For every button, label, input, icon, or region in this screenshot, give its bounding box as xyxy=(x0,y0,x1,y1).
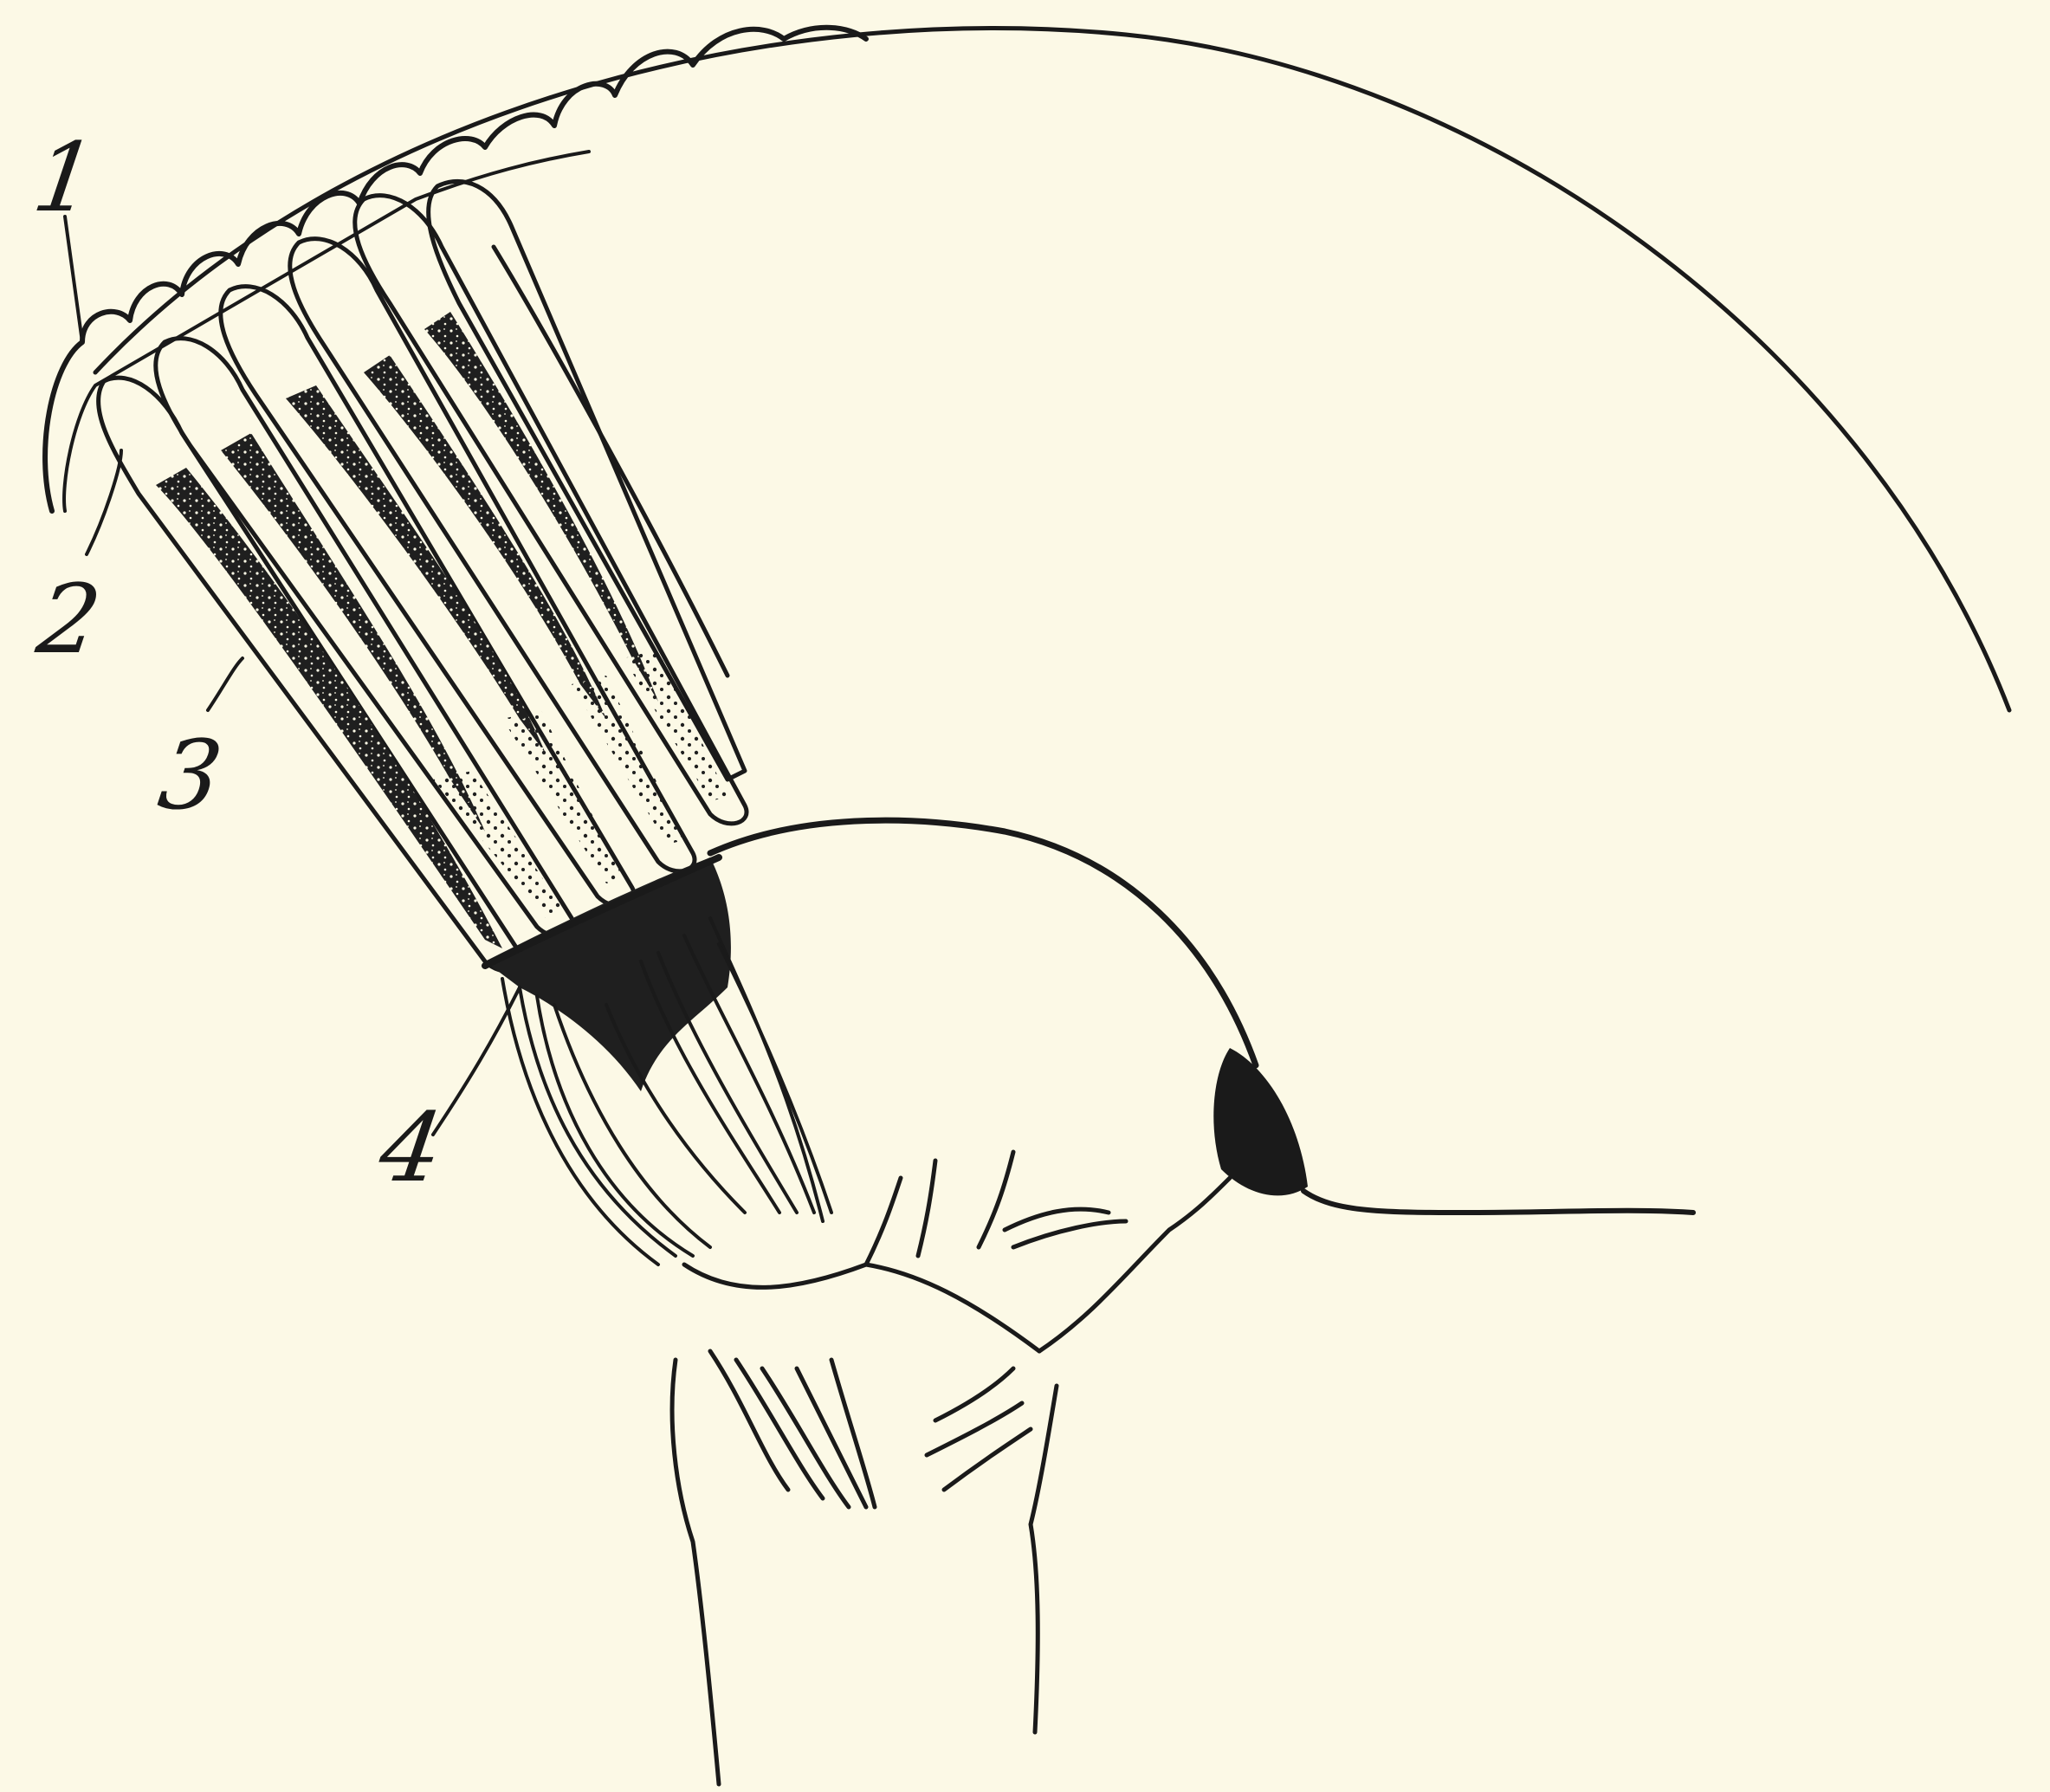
leader-3 xyxy=(208,658,243,710)
columnar-cells xyxy=(99,181,747,971)
dome-outline xyxy=(710,820,1256,1065)
stalk xyxy=(672,1152,1230,1784)
cell-5-fill xyxy=(424,312,658,702)
scalloped-layer-inner xyxy=(64,152,589,511)
tail-line xyxy=(1303,1191,1693,1213)
cell-2-fill xyxy=(221,433,485,831)
leader-1 xyxy=(65,217,82,342)
cell-2-dots xyxy=(433,771,563,918)
dome-dark-patch xyxy=(1213,1048,1308,1195)
leader-2 xyxy=(87,450,121,554)
